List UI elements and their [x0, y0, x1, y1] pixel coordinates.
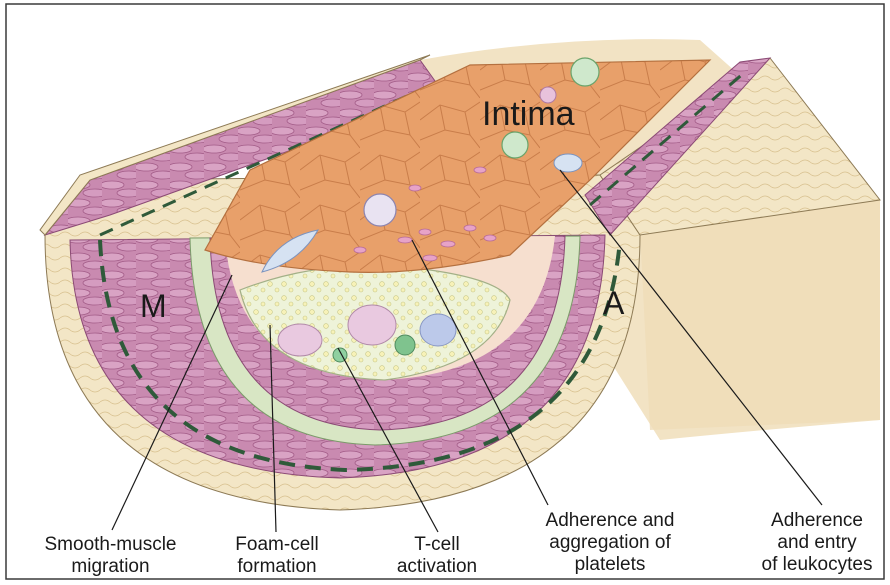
foam-cell-formation-label: Foam-cell formation — [212, 534, 342, 578]
platelet-aggregation-label: Adherence and aggregation of platelets — [530, 510, 690, 576]
adventitia-label: A — [603, 285, 624, 322]
media-label: M — [140, 288, 167, 325]
leukocyte-entry-label: Adherence and entry of leukocytes — [748, 510, 886, 576]
intima-label: Intima — [482, 95, 575, 134]
smooth-muscle-migration-label: Smooth-muscle migration — [18, 534, 203, 578]
t-cell-activation-label: T-cell activation — [372, 534, 502, 578]
